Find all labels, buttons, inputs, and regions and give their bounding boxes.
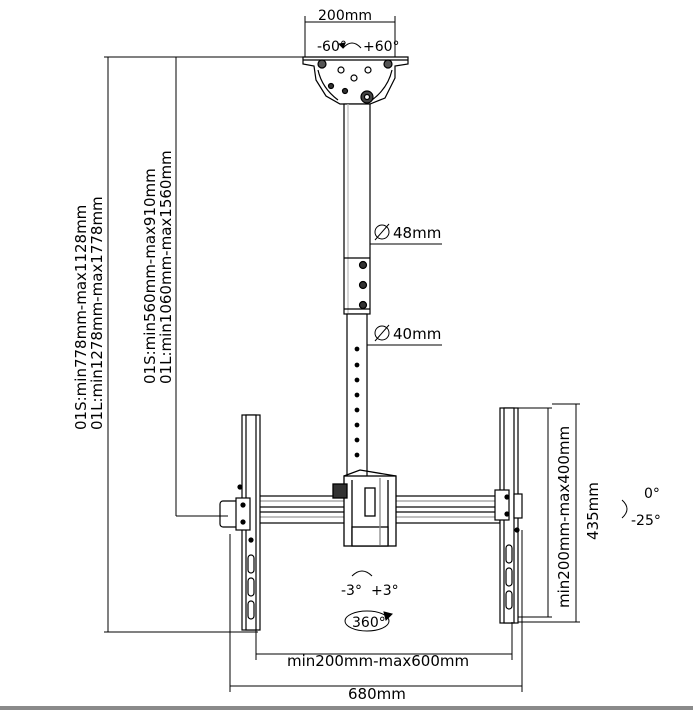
total-height-01s-label: 01S:min778mm-max1128mm	[72, 205, 90, 430]
upper-pole	[343, 103, 371, 315]
level-left-label: -3°	[341, 583, 362, 599]
vesa-vertical-label: min200mm-max400mm	[555, 426, 573, 608]
left-vesa-bracket	[219, 414, 261, 631]
right-vesa-bracket	[494, 407, 523, 624]
bracket-height-dimension	[518, 403, 580, 623]
total-width-label: 680mm	[348, 685, 406, 703]
rotation-ellipse	[344, 610, 390, 632]
pole-length-01l-label: 01L:min1060mm-max1560mm	[157, 150, 175, 384]
pole-lower-diameter-label: 40mm	[393, 325, 441, 343]
pole-length-dimension	[175, 57, 228, 517]
vesa-horizontal-label: min200mm-max600mm	[287, 652, 469, 670]
pole-length-01s-label: 01S:min560mm-max910mm	[141, 168, 159, 384]
swivel-left-label: -60°	[317, 39, 347, 55]
tilt-up-label: 0°	[644, 486, 660, 502]
lower-pole	[346, 313, 368, 487]
bracket-height-label: 435mm	[584, 482, 602, 540]
bottom-divider	[0, 706, 693, 710]
vesa-horizontal-dimension	[255, 622, 513, 660]
ceiling-plate	[302, 56, 409, 105]
level-right-label: +3°	[371, 583, 399, 599]
pole-upper-diameter-label: 48mm	[393, 224, 441, 242]
tilt-down-label: -25°	[631, 513, 661, 529]
swivel-arc	[342, 42, 362, 49]
total-height-01l-label: 01L:min1278mm-max1778mm	[88, 196, 106, 430]
rotation-label: 360°	[352, 615, 386, 631]
tilt-arc	[621, 499, 628, 519]
center-clamp	[332, 469, 397, 547]
level-arc	[351, 570, 373, 577]
top-width-label: 200mm	[318, 8, 372, 24]
total-width-dimension	[229, 530, 523, 692]
top-width-dimension	[304, 16, 396, 58]
swivel-right-label: +60°	[363, 39, 400, 55]
total-height-dimension	[104, 56, 303, 633]
vesa-vertical-dimension	[518, 407, 552, 618]
